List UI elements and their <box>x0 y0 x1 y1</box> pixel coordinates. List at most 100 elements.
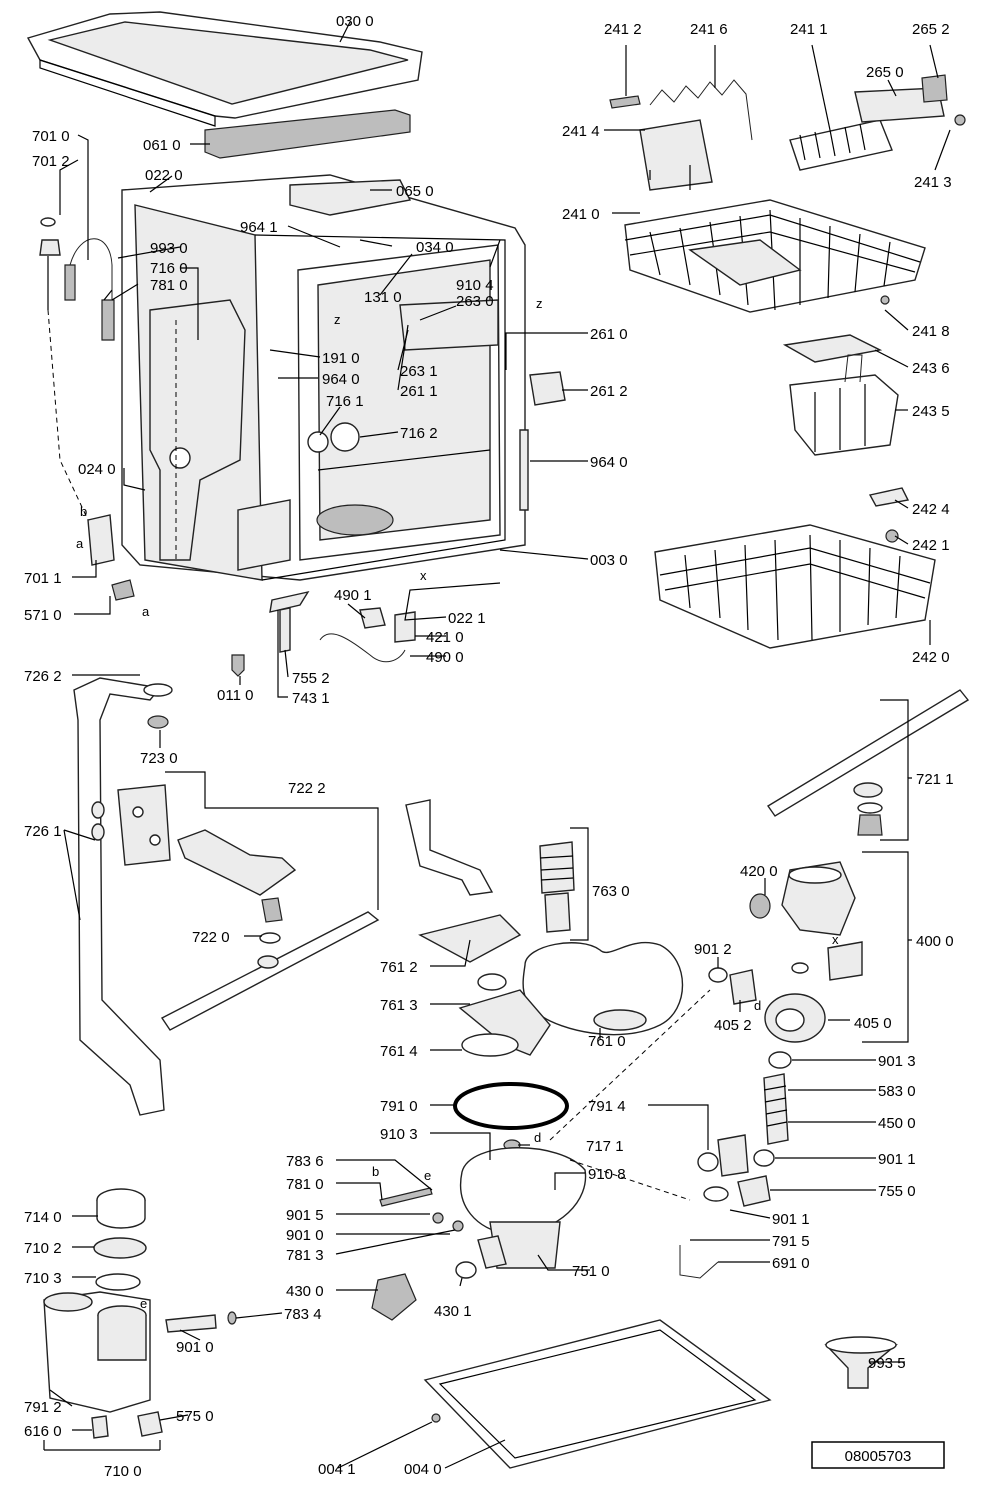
label-701-1: 701 1 <box>24 570 62 587</box>
label-743-1: 743 1 <box>292 690 330 707</box>
label-261-2: 261 2 <box>590 383 628 400</box>
label-716-2: 716 2 <box>400 425 438 442</box>
label-011-0: 011 0 <box>217 687 253 704</box>
label-964-0-a: 964 0 <box>322 371 360 388</box>
label-721-1: 721 1 <box>916 771 954 788</box>
label-791-0: 791 0 <box>380 1098 418 1115</box>
label-722-0: 722 0 <box>192 929 230 946</box>
label-701-2: 701 2 <box>32 153 70 170</box>
label-131-0: 131 0 <box>364 289 402 306</box>
ref-x-2: x <box>832 932 839 947</box>
ref-b-1: b <box>80 504 87 519</box>
label-964-0-b: 964 0 <box>590 454 628 471</box>
tub-frame-part <box>121 174 566 677</box>
label-993-0: 993 0 <box>150 240 188 257</box>
basket-accessories <box>609 74 966 305</box>
label-265-0: 265 0 <box>866 64 904 81</box>
label-781-0-b: 781 0 <box>286 1176 324 1193</box>
softener-parts <box>43 1188 237 1439</box>
label-901-2: 901 2 <box>694 941 732 958</box>
label-243-5: 243 5 <box>912 403 950 420</box>
label-726-1: 726 1 <box>24 823 62 840</box>
label-755-2: 755 2 <box>292 670 330 687</box>
ref-z-2: z <box>536 296 543 311</box>
label-263-0: 263 0 <box>456 293 494 310</box>
label-722-2: 722 2 <box>288 780 326 797</box>
label-583-0: 583 0 <box>878 1083 916 1100</box>
label-910-4: 910 4 <box>456 277 494 294</box>
label-710-3: 710 3 <box>24 1270 62 1287</box>
label-781-0-a: 781 0 <box>150 277 188 294</box>
label-241-8: 241 8 <box>912 323 950 340</box>
label-022-1: 022 1 <box>448 610 486 627</box>
label-242-0: 242 0 <box>912 649 950 666</box>
label-717-1: 717 1 <box>586 1138 624 1155</box>
label-490-0: 490 0 <box>426 649 464 666</box>
upper-basket-part <box>624 199 926 313</box>
label-901-5: 901 5 <box>286 1207 324 1224</box>
reference-letters: z z b a a x x d d b e e <box>76 296 839 1311</box>
ref-d-2: d <box>534 1130 541 1145</box>
ref-e-2: e <box>140 1296 147 1311</box>
label-430-0: 430 0 <box>286 1283 324 1300</box>
label-263-1: 263 1 <box>400 363 438 380</box>
label-405-0: 405 0 <box>854 1015 892 1032</box>
label-751-0: 751 0 <box>572 1263 610 1280</box>
label-910-8: 910 8 <box>588 1166 626 1183</box>
label-761-4: 761 4 <box>380 1043 418 1060</box>
label-241-6: 241 6 <box>690 21 728 38</box>
label-710-2: 710 2 <box>24 1240 62 1257</box>
label-420-0: 420 0 <box>740 863 778 880</box>
label-763-0: 763 0 <box>592 883 630 900</box>
sump-parts <box>371 799 684 1321</box>
label-242-1: 242 1 <box>912 537 950 554</box>
part-labels: 030 0 061 0 701 0 701 2 022 0 065 0 964 … <box>24 13 954 1480</box>
label-034-0: 034 0 <box>416 239 454 256</box>
label-241-0: 241 0 <box>562 206 600 223</box>
label-241-1: 241 1 <box>790 21 828 38</box>
label-243-6: 243 6 <box>912 360 950 377</box>
label-714-0: 714 0 <box>24 1209 62 1226</box>
label-783-6: 783 6 <box>286 1153 324 1170</box>
label-003-0: 003 0 <box>590 552 628 569</box>
label-575-0: 575 0 <box>176 1408 214 1425</box>
label-430-1: 430 1 <box>434 1303 472 1320</box>
label-761-3: 761 3 <box>380 997 418 1014</box>
label-964-1: 964 1 <box>240 219 278 236</box>
label-791-5: 791 5 <box>772 1233 810 1250</box>
label-791-2: 791 2 <box>24 1399 62 1416</box>
label-242-4: 242 4 <box>912 501 950 518</box>
label-616-0: 616 0 <box>24 1423 62 1440</box>
label-901-1-a: 901 1 <box>878 1151 916 1168</box>
label-716-0: 716 0 <box>150 260 188 277</box>
label-691-0: 691 0 <box>772 1255 810 1272</box>
ref-a-2: a <box>142 604 150 619</box>
label-450-0: 450 0 <box>878 1115 916 1132</box>
label-901-0-a: 901 0 <box>286 1227 324 1244</box>
spray-arm-parts <box>73 677 970 1116</box>
label-701-0: 701 0 <box>32 128 70 145</box>
label-901-3: 901 3 <box>878 1053 916 1070</box>
label-791-4: 791 4 <box>588 1098 626 1115</box>
label-901-0-b: 901 0 <box>176 1339 214 1356</box>
label-022-0: 022 0 <box>145 167 183 184</box>
label-405-2: 405 2 <box>714 1017 752 1034</box>
ref-z-1: z <box>334 312 341 327</box>
label-910-3: 910 3 <box>380 1126 418 1143</box>
label-004-0: 004 0 <box>404 1461 442 1478</box>
label-400-0: 400 0 <box>916 933 954 950</box>
leader-lines <box>43 21 951 1469</box>
label-241-4: 241 4 <box>562 123 600 140</box>
label-710-0: 710 0 <box>104 1463 142 1480</box>
hose-parts <box>39 217 135 601</box>
label-490-1: 490 1 <box>334 587 372 604</box>
label-261-1: 261 1 <box>400 383 438 400</box>
label-030-0: 030 0 <box>336 13 374 30</box>
cutlery-basket-part <box>782 334 899 456</box>
pump-parts <box>679 861 898 1389</box>
ref-b-2: b <box>372 1164 379 1179</box>
label-783-4: 783 4 <box>284 1306 322 1323</box>
worktop-part <box>26 11 423 127</box>
document-number-box: 08005703 <box>811 1441 945 1469</box>
label-723-0: 723 0 <box>140 750 178 767</box>
